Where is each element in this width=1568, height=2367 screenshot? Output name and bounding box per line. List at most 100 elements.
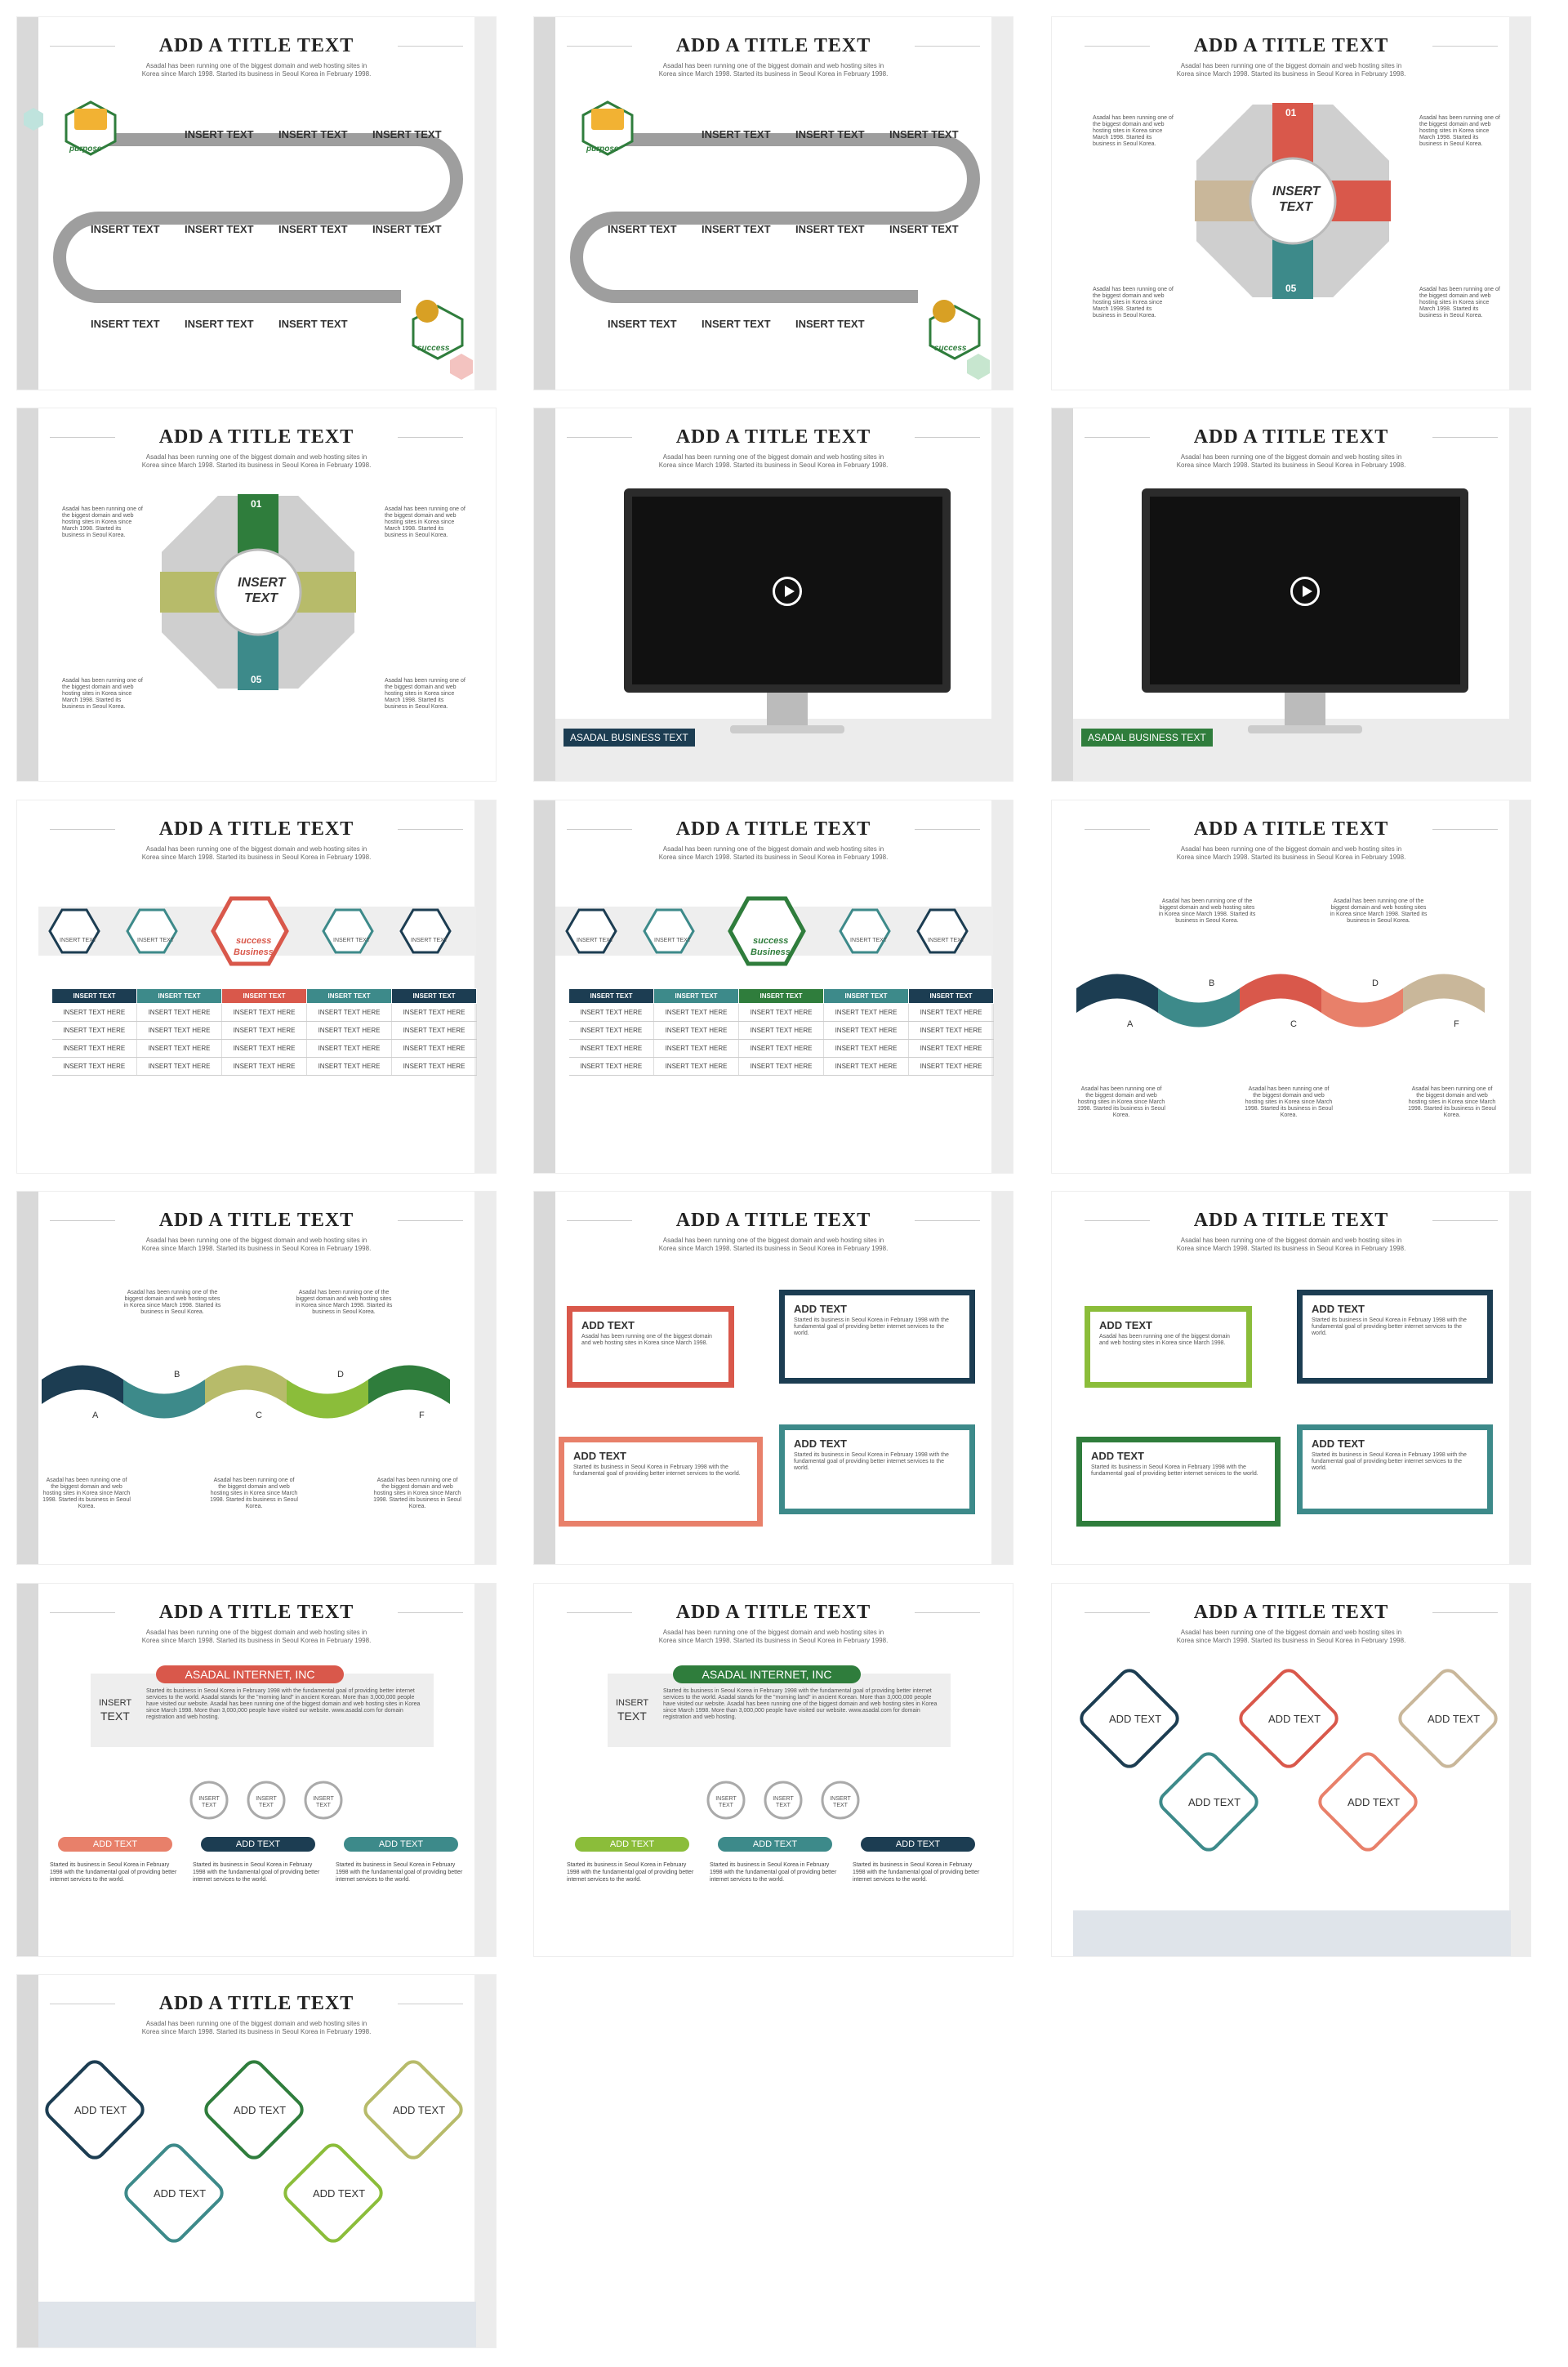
step-label: INSERT TEXT bbox=[702, 223, 771, 235]
monitor-base bbox=[730, 725, 844, 733]
text-label: TEXT bbox=[100, 1710, 130, 1723]
slide-left-bar bbox=[17, 17, 38, 390]
column-bullets: Started its business in Seoul Korea in F… bbox=[710, 1862, 837, 1883]
diamond-heading: ADD TEXT bbox=[1348, 1796, 1401, 1808]
slide-title: ADD A TITLE TEXT bbox=[115, 426, 398, 448]
frame-box[interactable] bbox=[779, 1424, 975, 1514]
num-label: 01 bbox=[251, 498, 262, 510]
step-label: INSERT TEXT bbox=[278, 128, 348, 140]
frame-box[interactable] bbox=[1085, 1306, 1252, 1388]
slide-5[interactable]: ADD A TITLE TEXT Asadal has been running… bbox=[533, 408, 1013, 782]
slide-title: ADD A TITLE TEXT bbox=[115, 35, 398, 57]
slide-right-bar bbox=[1509, 800, 1530, 1173]
slide-11[interactable]: ADD A TITLE TEXT Asadal has been running… bbox=[533, 1191, 1013, 1565]
circle-label: INSERT TEXT bbox=[773, 1796, 794, 1808]
slide-9[interactable]: ADD A TITLE TEXT Asadal has been running… bbox=[1051, 800, 1531, 1174]
frame-heading: ADD TEXT bbox=[1312, 1303, 1365, 1315]
bottom-paragraph: Asadal has been running one of the bigge… bbox=[42, 1478, 131, 1509]
step-label: INSERT TEXT bbox=[795, 318, 865, 330]
slide-title: ADD A TITLE TEXT bbox=[1150, 426, 1432, 448]
slide-subtitle: Asadal has been running one of the bigge… bbox=[141, 2020, 372, 2035]
frame-box[interactable] bbox=[567, 1306, 734, 1388]
slide-15[interactable]: ADD A TITLE TEXT Asadal has been running… bbox=[1051, 1583, 1531, 1957]
monitor-stand bbox=[767, 693, 808, 725]
frame-box[interactable] bbox=[779, 1290, 975, 1384]
business-label: ASADAL BUSINESS TEXT bbox=[564, 729, 695, 747]
slide-left-bar bbox=[534, 408, 555, 781]
slide-title: ADD A TITLE TEXT bbox=[1150, 818, 1432, 840]
slide-right-bar bbox=[474, 800, 496, 1173]
frame-heading: ADD TEXT bbox=[1099, 1319, 1152, 1331]
center-insert-label: INSERT bbox=[1272, 185, 1321, 198]
slide-right-bar bbox=[474, 1584, 496, 1956]
side-paragraph: Asadal has been running one of the bigge… bbox=[385, 506, 466, 538]
hex-label: INSERT TEXT bbox=[411, 938, 448, 943]
frame-heading: ADD TEXT bbox=[1091, 1450, 1144, 1462]
step-label: INSERT TEXT bbox=[278, 223, 348, 235]
frame-text: Started its business in Seoul Korea in F… bbox=[1091, 1464, 1258, 1477]
video-monitor[interactable] bbox=[1142, 488, 1468, 693]
slide-left-bar bbox=[17, 408, 38, 781]
play-icon[interactable] bbox=[773, 577, 802, 606]
diamond-heading: ADD TEXT bbox=[1109, 1713, 1162, 1725]
step-label: INSERT TEXT bbox=[372, 128, 442, 140]
frame-heading: ADD TEXT bbox=[794, 1438, 847, 1450]
slide-7[interactable]: ADD A TITLE TEXT Asadal has been running… bbox=[16, 800, 497, 1174]
hexagon-row bbox=[38, 896, 476, 966]
table-header: INSERT TEXT bbox=[908, 988, 994, 1004]
slide-left-bar bbox=[17, 1192, 38, 1564]
frame-text: Asadal has been running one of the bigge… bbox=[1099, 1334, 1230, 1346]
slide-13[interactable]: ADD A TITLE TEXT Asadal has been running… bbox=[16, 1583, 497, 1957]
success-label: success bbox=[236, 936, 272, 946]
top-paragraph: Asadal has been running one of the bigge… bbox=[295, 1290, 393, 1315]
slide-1[interactable]: ADD A TITLE TEXT Asadal has been running… bbox=[16, 16, 497, 390]
slide-14[interactable]: ADD A TITLE TEXT Asadal has been running… bbox=[533, 1583, 1013, 1957]
hex-label: INSERT TEXT bbox=[577, 938, 614, 943]
frame-box[interactable] bbox=[1076, 1437, 1281, 1527]
slide-10[interactable]: ADD A TITLE TEXT Asadal has been running… bbox=[16, 1191, 497, 1565]
side-paragraph: Asadal has been running one of the bigge… bbox=[385, 678, 466, 710]
slide-3[interactable]: ADD A TITLE TEXT Asadal has been running… bbox=[1051, 16, 1531, 390]
insert-label: INSERT bbox=[99, 1698, 132, 1708]
success-label: success bbox=[417, 344, 450, 353]
slide-right-bar bbox=[991, 408, 1013, 781]
company-pill: ASADAL INTERNET, INC bbox=[673, 1665, 861, 1683]
slide-16[interactable]: ADD A TITLE TEXT Asadal has been running… bbox=[16, 1974, 497, 2348]
slide-left-bar bbox=[1052, 800, 1073, 1173]
slide-left-bar bbox=[17, 1975, 38, 2347]
diamond-heading: ADD TEXT bbox=[1268, 1713, 1321, 1725]
slide-4[interactable]: ADD A TITLE TEXT Asadal has been running… bbox=[16, 408, 497, 782]
slide-subtitle: Asadal has been running one of the bigge… bbox=[1176, 453, 1406, 469]
slide-right-bar bbox=[1509, 1584, 1530, 1956]
diamond-heading: ADD TEXT bbox=[74, 2104, 127, 2116]
bottom-paragraph: Asadal has been running one of the bigge… bbox=[210, 1478, 298, 1509]
data-table: INSERT TEXT INSERT TEXT INSERT TEXT INSE… bbox=[51, 988, 477, 1076]
slide-title: ADD A TITLE TEXT bbox=[1150, 1602, 1432, 1624]
slide-8[interactable]: ADD A TITLE TEXT Asadal has been running… bbox=[533, 800, 1013, 1174]
slide-2[interactable]: ADD A TITLE TEXT Asadal has been running… bbox=[533, 16, 1013, 390]
slide-right-bar bbox=[1509, 17, 1530, 390]
insert-label: INSERT bbox=[616, 1698, 649, 1708]
play-icon[interactable] bbox=[1290, 577, 1320, 606]
slide-title: ADD A TITLE TEXT bbox=[632, 1210, 915, 1232]
frame-box[interactable] bbox=[1297, 1424, 1493, 1514]
table-header: INSERT TEXT bbox=[653, 988, 739, 1004]
step-label: INSERT TEXT bbox=[889, 223, 959, 235]
bottom-paragraph: Asadal has been running one of the bigge… bbox=[373, 1478, 461, 1509]
slide-6[interactable]: ADD A TITLE TEXT Asadal has been running… bbox=[1051, 408, 1531, 782]
slide-left-bar bbox=[534, 800, 555, 1173]
ribbon-letter: D bbox=[337, 1370, 344, 1380]
ribbon-letter: C bbox=[1290, 1019, 1297, 1029]
frame-box[interactable] bbox=[559, 1437, 763, 1527]
slide-title: ADD A TITLE TEXT bbox=[1150, 1210, 1432, 1232]
slide-left-bar bbox=[1052, 1584, 1073, 1956]
diamond-heading: ADD TEXT bbox=[313, 2187, 366, 2200]
step-label: INSERT TEXT bbox=[372, 223, 442, 235]
slide-title: ADD A TITLE TEXT bbox=[115, 818, 398, 840]
slide-subtitle: Asadal has been running one of the bigge… bbox=[141, 1629, 372, 1644]
slide-12[interactable]: ADD A TITLE TEXT Asadal has been running… bbox=[1051, 1191, 1531, 1565]
frame-box[interactable] bbox=[1297, 1290, 1493, 1384]
circle-row bbox=[189, 1781, 343, 1820]
